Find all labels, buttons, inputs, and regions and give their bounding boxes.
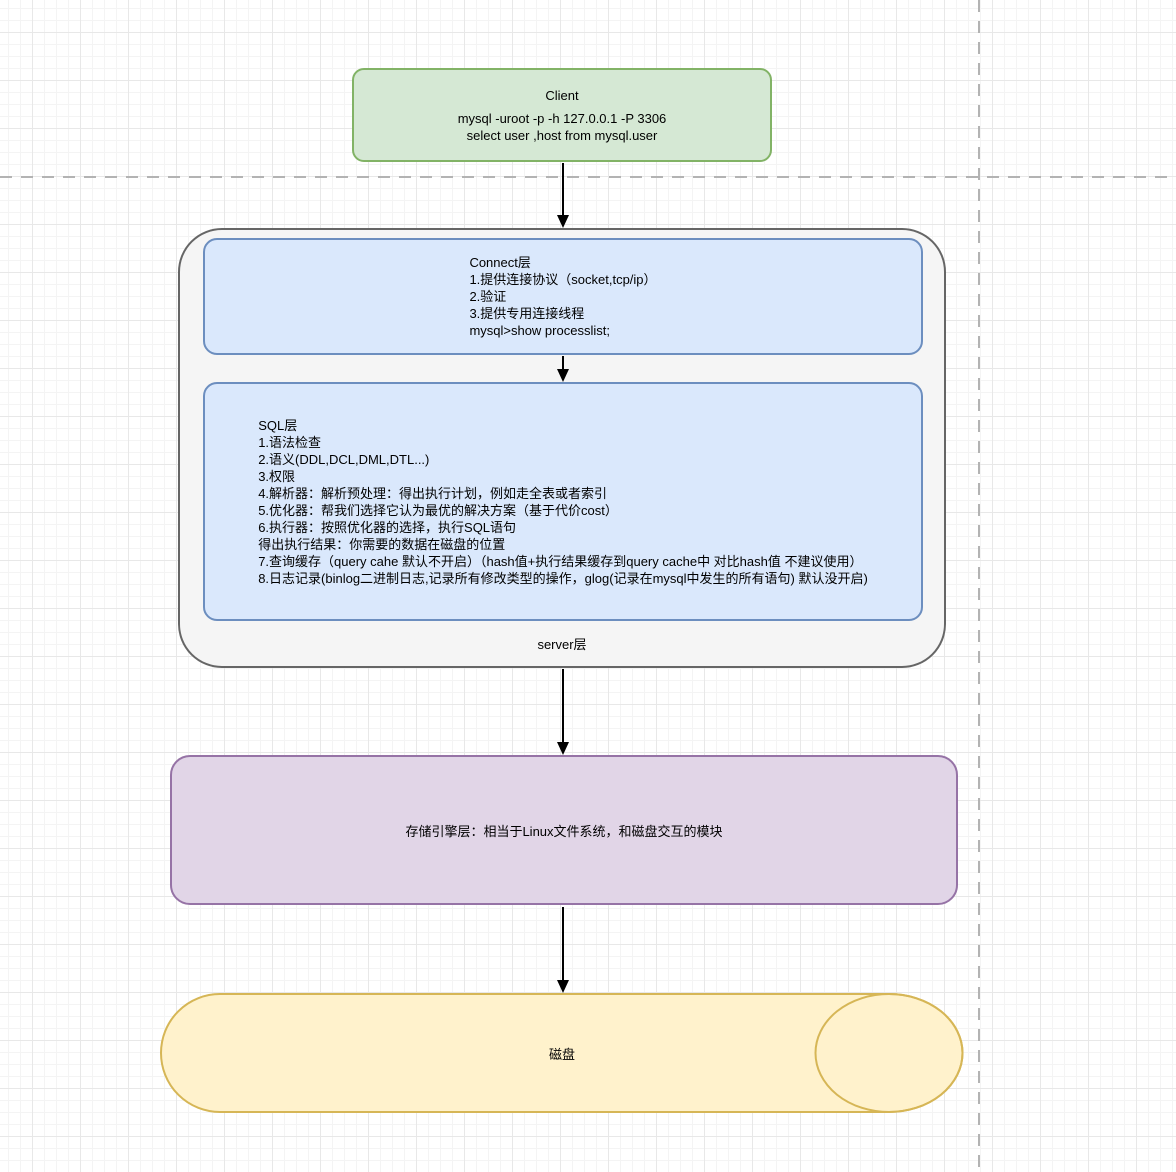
text-line: 得出执行结果：你需要的数据在磁盘的位置	[258, 536, 506, 552]
text-line: 8.日志记录(binlog二进制日志,记录所有修改类型的操作，glog(记录在m…	[258, 570, 868, 586]
connect-layer-node[interactable]: Connect层 1.提供连接协议（socket,tcp/ip） 2.验证 3.…	[203, 238, 923, 355]
text-line: 3.提供专用连接线程	[469, 306, 585, 321]
flow-arrow-client-to-server[interactable]	[556, 163, 570, 228]
page-boundary-horizontal	[0, 176, 1176, 178]
sql-layer-node[interactable]: SQL层 1.语法检查 2.语义(DDL,DCL,DML,DTL...) 3.权…	[203, 382, 923, 621]
text-line: mysql>show processlist;	[469, 323, 610, 338]
text-line: 4.解析器：解析预处理：得出执行计划，例如走全表或者索引	[258, 485, 608, 501]
client-command-line: mysql -uroot -p -h 127.0.0.1 -P 3306	[457, 110, 667, 126]
server-layer-label: server层	[537, 637, 587, 652]
sql-layer-text: SQL层 1.语法检查 2.语义(DDL,DCL,DML,DTL...) 3.权…	[258, 417, 868, 587]
disk-cylinder-shape	[160, 993, 964, 1113]
disk-cylinder[interactable]: 磁盘	[160, 993, 964, 1113]
text-line: 5.优化器：帮我们选择它认为最优的解决方案（基于代价cost）	[258, 502, 618, 518]
client-node[interactable]: Client mysql -uroot -p -h 127.0.0.1 -P 3…	[352, 68, 772, 162]
client-title: Client	[545, 87, 579, 103]
text-line: 3.权限	[258, 468, 296, 484]
disk-label: 磁盘	[548, 1046, 575, 1062]
text-line: 2.验证	[469, 289, 507, 304]
text-line: 2.语义(DDL,DCL,DML,DTL...)	[258, 451, 430, 467]
connect-layer-text: Connect层 1.提供连接协议（socket,tcp/ip） 2.验证 3.…	[469, 254, 656, 339]
text-line: Connect层	[469, 255, 531, 270]
text-line: 6.执行器：按照优化器的选择，执行SQL语句	[258, 519, 517, 535]
client-command-line: select user ,host from mysql.user	[466, 127, 658, 143]
storage-engine-node[interactable]: 存储引擎层：相当于Linux文件系统，和磁盘交互的模块	[170, 755, 958, 905]
text-line: SQL层	[258, 417, 298, 433]
storage-engine-label: 存储引擎层：相当于Linux文件系统，和磁盘交互的模块	[405, 823, 723, 839]
disk-cylinder-cap	[814, 993, 964, 1113]
flow-arrow-server-to-storage[interactable]	[556, 669, 570, 755]
text-line: 1.语法检查	[258, 434, 322, 450]
flow-arrow-connect-to-sql[interactable]	[556, 356, 570, 382]
flow-arrow-storage-to-disk[interactable]	[556, 907, 570, 993]
page-boundary-vertical	[978, 0, 980, 1172]
server-layer-container[interactable]: Connect层 1.提供连接协议（socket,tcp/ip） 2.验证 3.…	[178, 228, 946, 668]
text-line: 7.查询缓存（query cahe 默认不开启）（hash值+执行结果缓存到qu…	[258, 553, 863, 569]
text-line: 1.提供连接协议（socket,tcp/ip）	[469, 272, 657, 287]
